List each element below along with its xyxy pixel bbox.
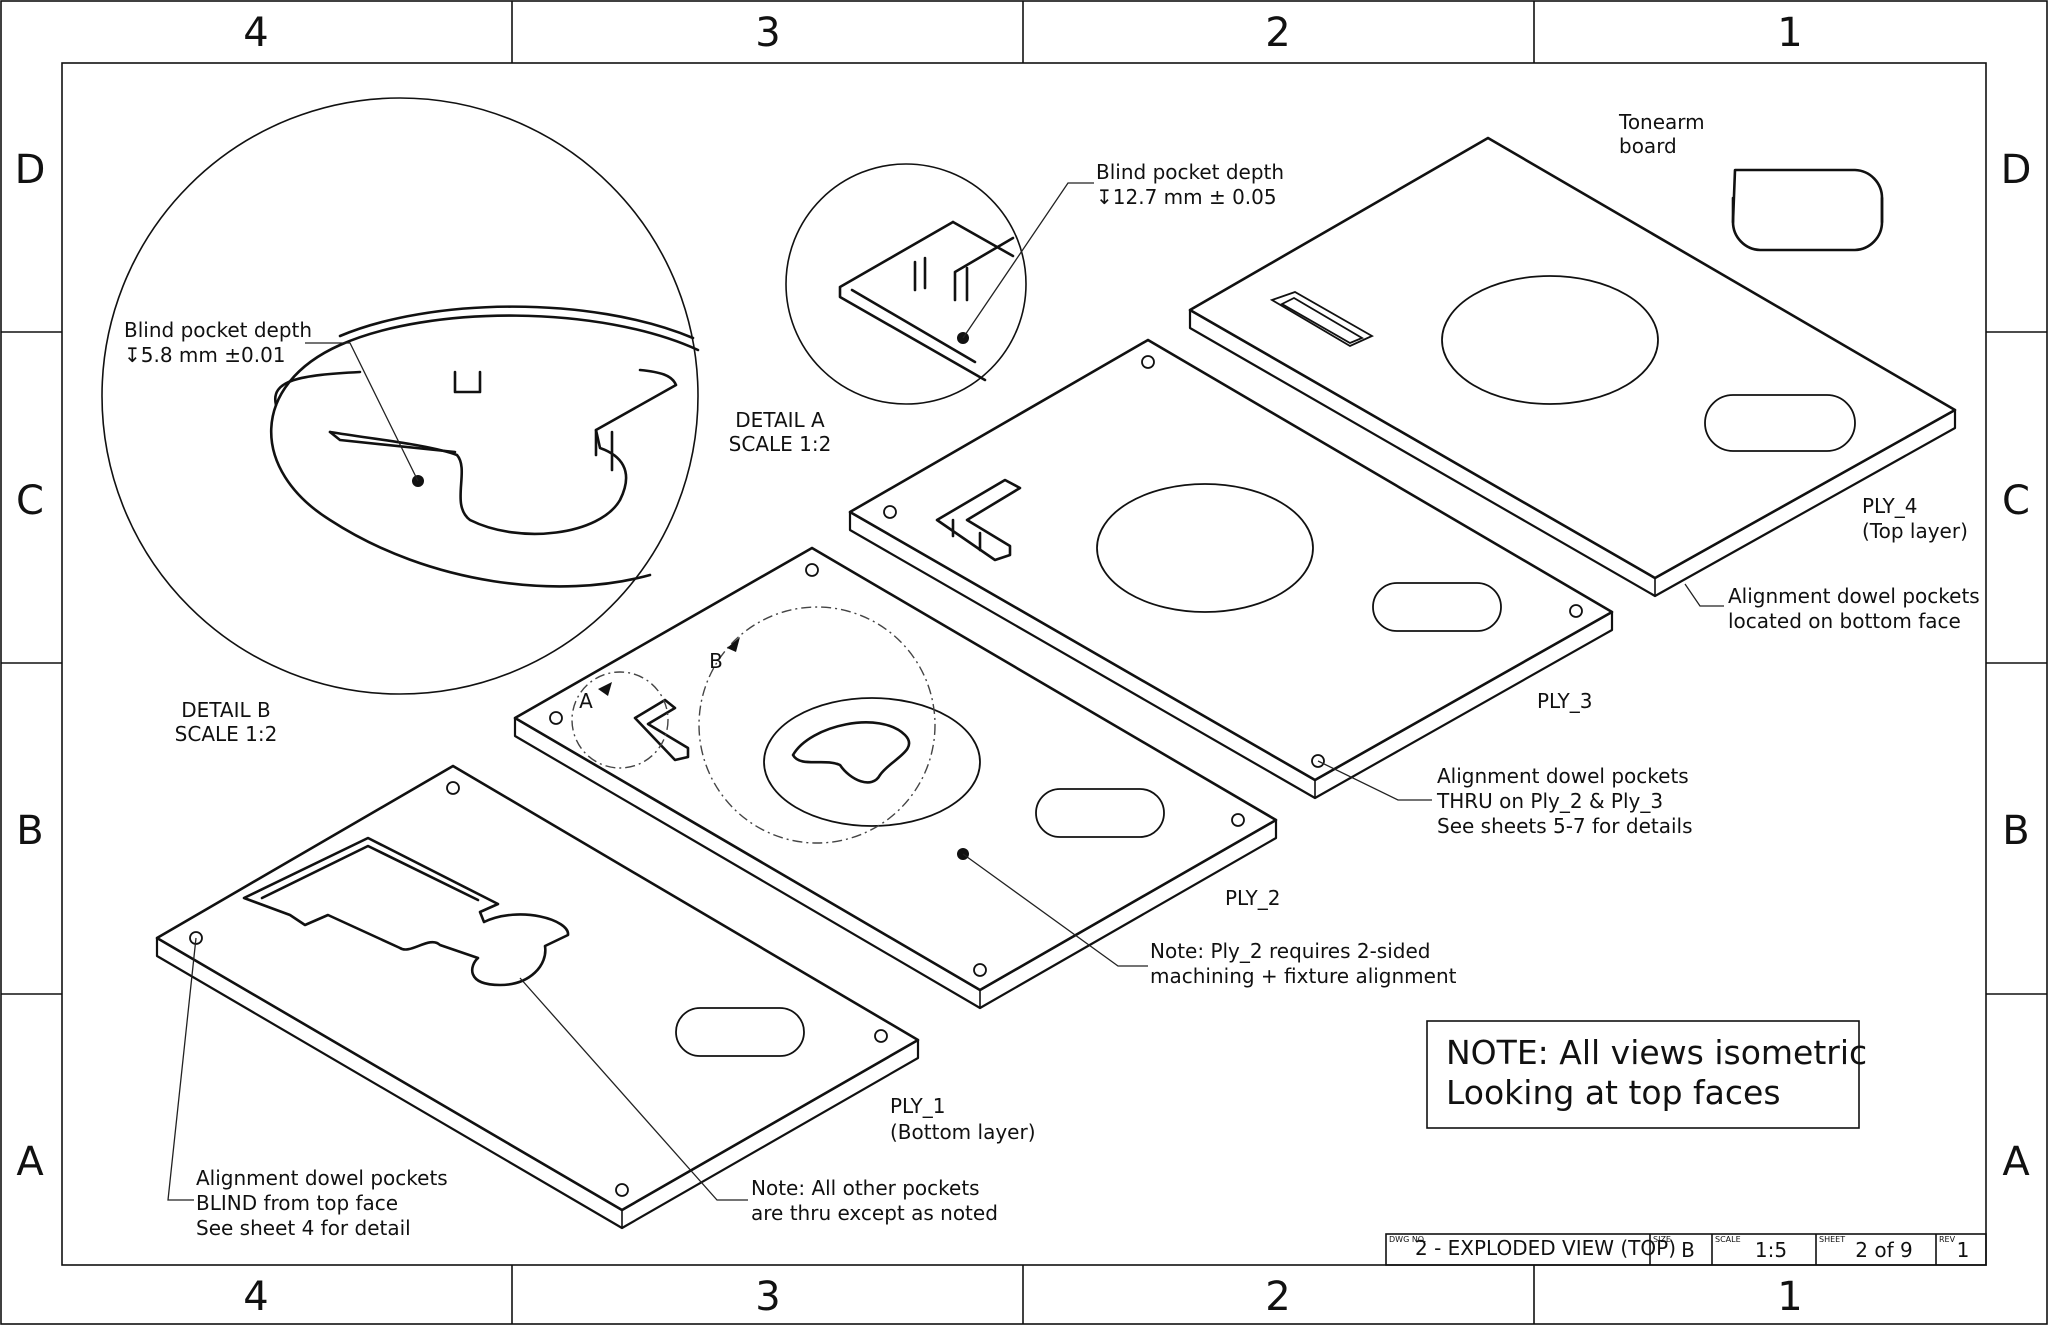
title-block: DWG NO. 2 - EXPLODED VIEW (TOP) SIZE B S… [1385,1233,1987,1266]
detail-b-depth-value: ↧5.8 mm ±0.01 [124,343,286,367]
ply-4-label: PLY_4 [1862,494,1918,518]
size-value: B [1681,1238,1695,1262]
ply-1-plate [155,764,920,1230]
zone-label-bottom-1: 1 [1777,1274,1802,1320]
scale-caption: SCALE [1715,1235,1741,1244]
zone-label-right-c: C [2002,478,2030,524]
detail-b-view: Blind pocket depth ↧5.8 mm ±0.01 [101,97,700,695]
blind-callout-2: BLIND from top face [196,1191,398,1215]
bottom-face-callout-1: Alignment dowel pockets [1728,584,1980,608]
zone-label-top-4: 4 [243,10,268,56]
blind-callout-3: See sheet 4 for detail [196,1216,411,1240]
ply-2-label: PLY_2 [1225,886,1281,910]
zone-label-left-b: B [16,808,43,854]
thru-callout-3: See sheets 5-7 for details [1437,814,1693,838]
dwg-no-caption: DWG NO. [1389,1235,1426,1244]
zone-label-right-b: B [2002,808,2029,854]
zone-label-left-d: D [15,147,46,193]
bottom-face-callout-2: located on bottom face [1728,609,1961,633]
detail-b-depth-label: Blind pocket depth [124,318,312,342]
zone-labels: 4 3 2 1 4 3 2 1 D C B A D C B A [15,10,2032,1320]
sheet-caption: SHEET [1819,1235,1845,1244]
zone-label-right-d: D [2001,147,2032,193]
rev-caption: REV [1939,1235,1956,1244]
detail-a-scale: SCALE 1:2 [729,432,832,456]
detail-b-title: DETAIL B [181,698,271,722]
ply-4-plate [1188,136,1957,598]
pockets-note-2: are thru except as noted [751,1201,998,1225]
size-caption: SIZE [1653,1235,1671,1244]
thru-callout-2: THRU on Ply_2 & Ply_3 [1436,789,1663,813]
scale-value: 1:5 [1755,1238,1787,1262]
zone-label-top-1: 1 [1777,10,1802,56]
detail-b-scale: SCALE 1:2 [175,722,278,746]
detail-a-depth-label: Blind pocket depth [1096,160,1284,184]
ply-1-sublabel: (Bottom layer) [890,1120,1036,1144]
zone-label-left-c: C [16,478,44,524]
dwg-no-value: 2 - EXPLODED VIEW (TOP) [1415,1236,1676,1260]
zone-label-bottom-2: 2 [1265,1274,1290,1320]
sheet-value: 2 of 9 [1855,1238,1912,1262]
view-marker-b: B [709,649,723,673]
ply-1-label: PLY_1 [890,1094,946,1118]
view-marker-a: A [579,689,593,713]
ply-2-plate: A B [513,546,1278,1010]
pockets-note-1: Note: All other pockets [751,1176,980,1200]
isometric-note-box: NOTE: All views isometric Looking at top… [1426,1020,1867,1129]
ply-2-note-2: machining + fixture alignment [1150,964,1457,988]
zone-label-right-a: A [2002,1139,2030,1185]
isometric-note-line-1: NOTE: All views isometric [1446,1033,1867,1072]
zone-label-top-2: 2 [1265,10,1290,56]
detail-a-title: DETAIL A [735,408,825,432]
zone-label-top-3: 3 [755,10,780,56]
ply-4-sublabel: (Top layer) [1862,519,1968,543]
blind-callout-1: Alignment dowel pockets [196,1166,448,1190]
detail-a-depth-value: ↧12.7 mm ± 0.05 [1096,185,1277,209]
tonearm-board-label-1: Tonearm [1618,110,1705,134]
isometric-note-line-2: Looking at top faces [1446,1073,1781,1112]
zone-label-bottom-3: 3 [755,1274,780,1320]
zone-label-bottom-4: 4 [243,1274,268,1320]
tonearm-board-label-2: board [1619,134,1677,158]
ply-2-note-1: Note: Ply_2 requires 2-sided [1150,939,1430,963]
ply-3-plate [848,338,1614,800]
zone-label-left-a: A [16,1139,44,1185]
thru-callout-1: Alignment dowel pockets [1437,764,1689,788]
rev-value: 1 [1957,1238,1970,1262]
detail-a-view: Blind pocket depth ↧12.7 mm ± 0.05 [785,160,1284,405]
ply-3-label: PLY_3 [1537,689,1593,713]
